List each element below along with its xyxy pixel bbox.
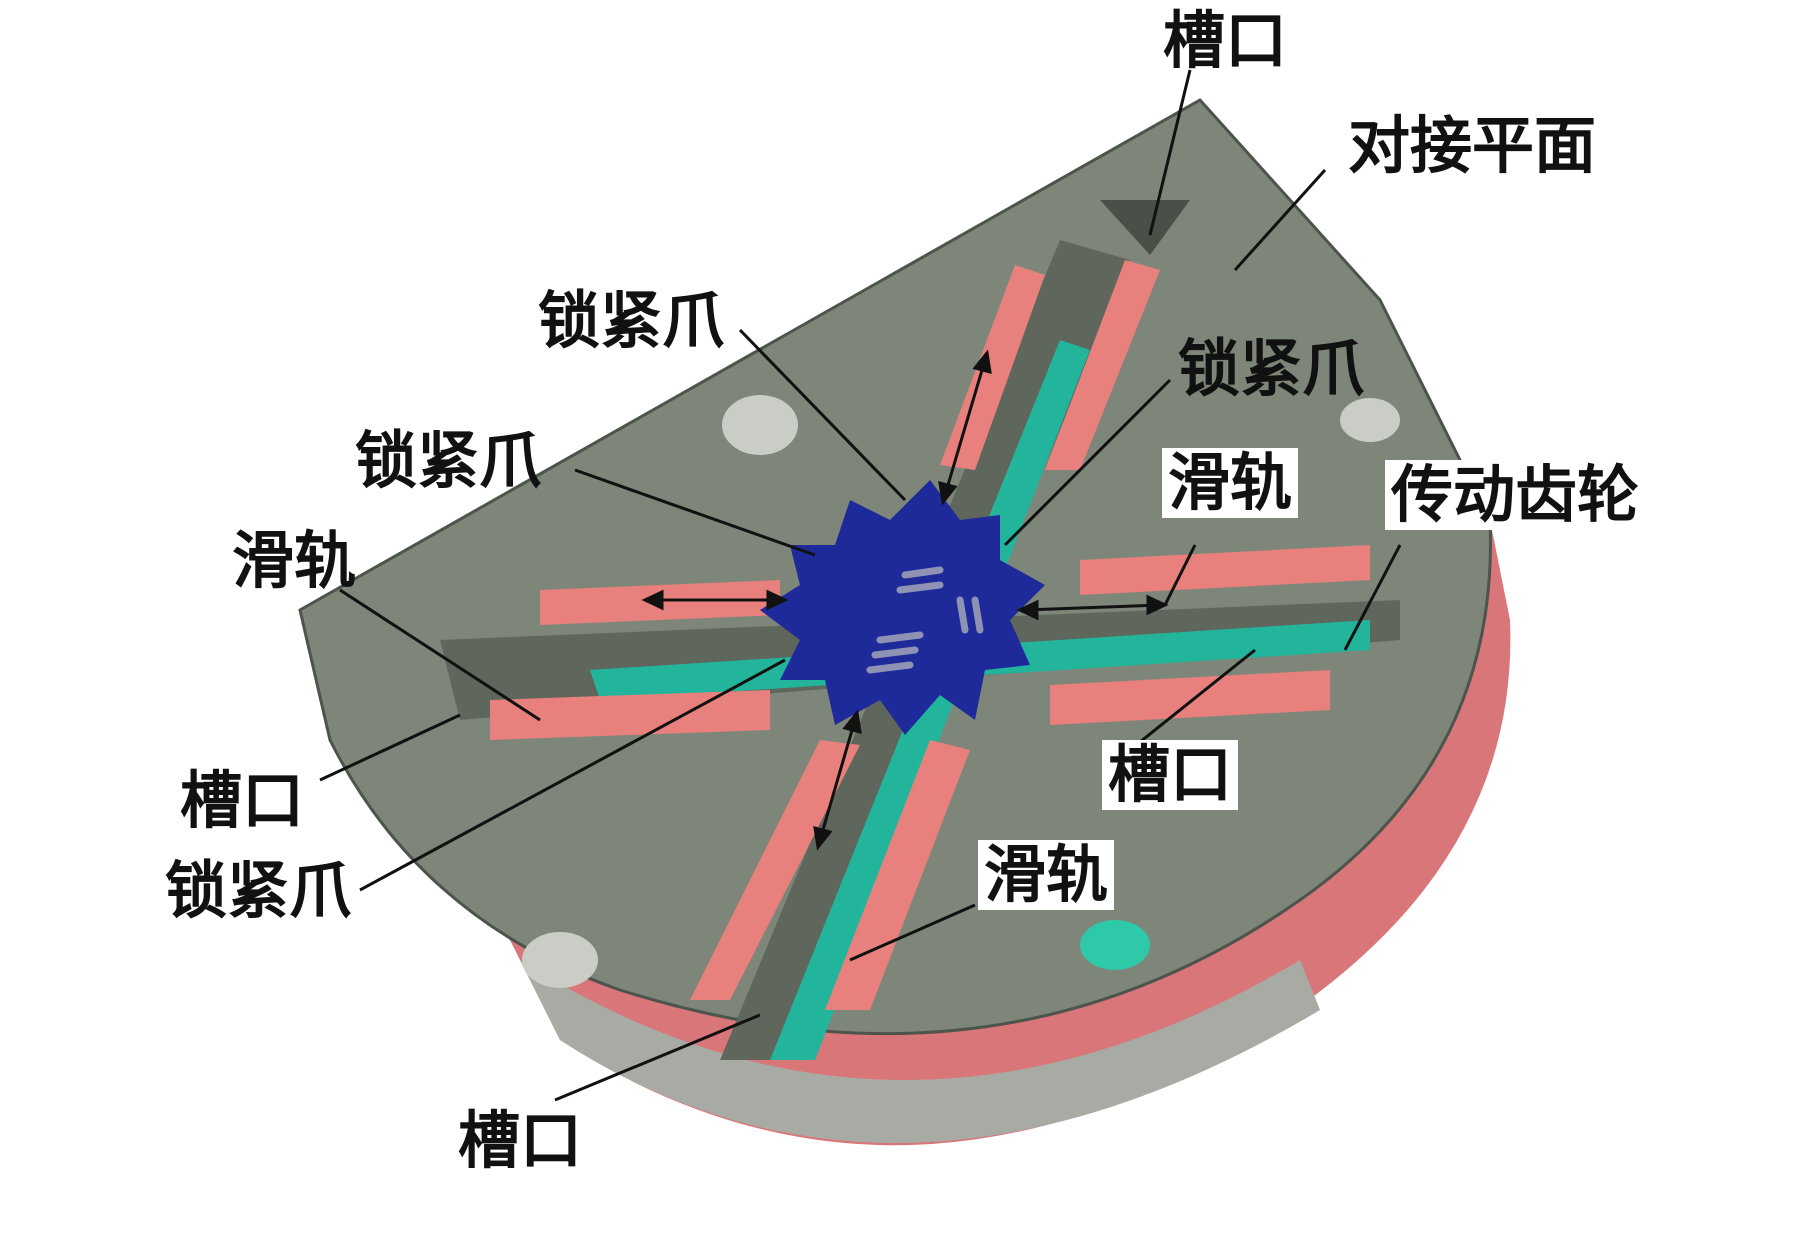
label-claw-b: 锁紧爪 <box>1178 332 1365 405</box>
label-drive-gear: 传动齿轮 <box>1385 460 1646 530</box>
label-slot-right: 槽口 <box>1102 740 1239 810</box>
label-rail-bottom: 滑轨 <box>978 840 1115 910</box>
rail-left-lower <box>490 690 770 740</box>
locking-claw-star <box>760 480 1045 735</box>
label-slot-bottom: 槽口 <box>458 1104 583 1177</box>
label-claw-a: 锁紧爪 <box>538 284 725 357</box>
label-slot-left: 槽口 <box>180 764 305 837</box>
rail-lower-right <box>825 740 970 1010</box>
top-slot <box>1100 200 1190 255</box>
mount-hole <box>1340 398 1400 442</box>
rail-lower-left <box>690 740 860 1000</box>
claw-markings <box>866 566 984 674</box>
label-rail-left: 滑轨 <box>232 524 357 597</box>
label-slot-top: 槽口 <box>1163 4 1288 77</box>
label-claw-d: 锁紧爪 <box>165 854 352 927</box>
motion-arrows <box>641 349 1169 851</box>
label-docking-plane: 对接平面 <box>1348 109 1597 182</box>
mount-hole <box>1080 920 1150 970</box>
mount-hole <box>722 395 798 455</box>
rail-upper-right <box>1045 260 1160 470</box>
rim-lower-band <box>520 960 1320 1143</box>
mount-hole <box>522 932 598 988</box>
label-rail-right: 滑轨 <box>1162 448 1299 518</box>
rail-right-lower <box>1050 670 1330 725</box>
label-claw-c: 锁紧爪 <box>355 424 542 497</box>
rail-right-upper <box>1080 545 1370 595</box>
